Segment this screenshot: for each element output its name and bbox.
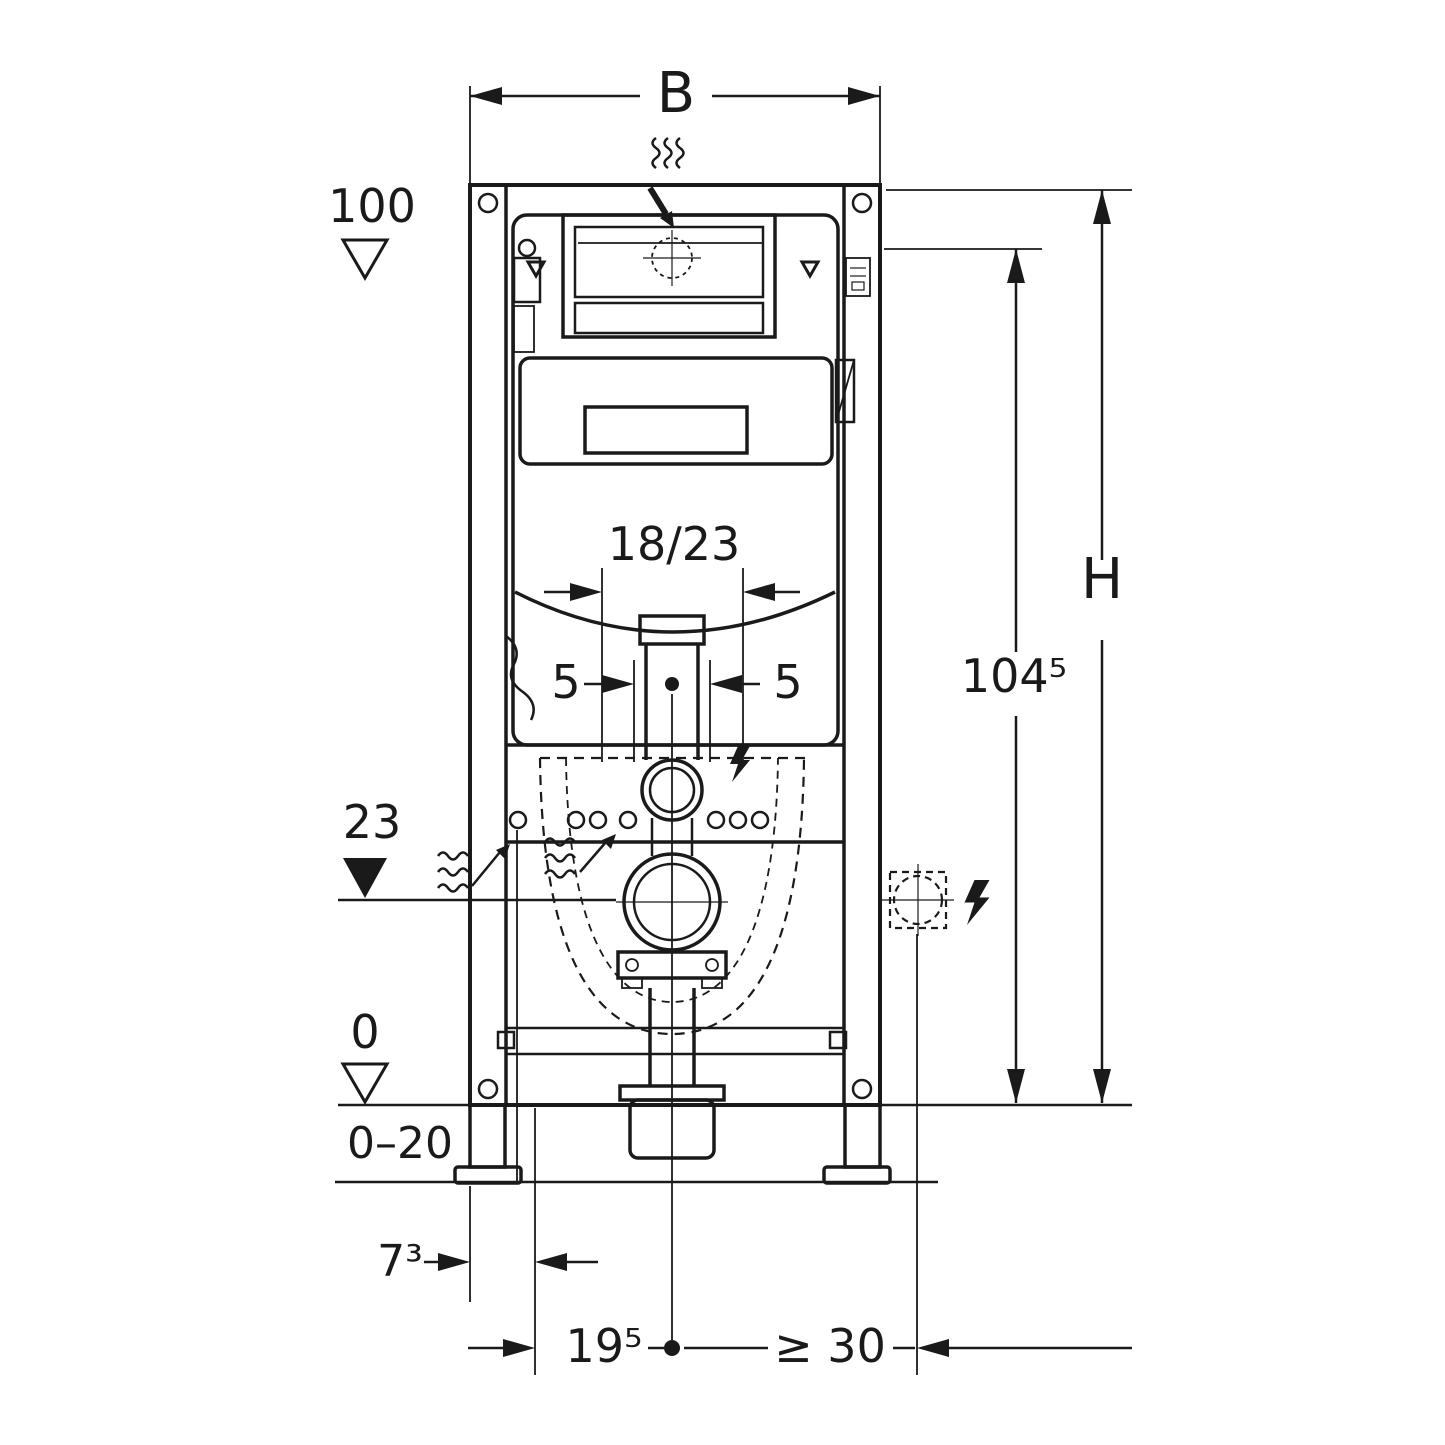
marker-0: 0: [340, 1005, 390, 1105]
marker-23-label: 23: [343, 795, 402, 849]
level-triangle-open-icon: [340, 238, 390, 281]
center-point-mark: [665, 677, 679, 691]
electrical-box: [882, 864, 954, 936]
dimension-18-23: 18/23: [544, 517, 800, 601]
dimension-7-3: 7³: [377, 1236, 598, 1287]
dimension-min-30: ≥ 30: [684, 1319, 1132, 1373]
water-supply-arrow: [647, 136, 685, 228]
water-level-mark-left: [525, 260, 547, 280]
dimension-b: B: [469, 61, 881, 183]
dimension-5-left-label: 5: [551, 655, 580, 709]
brand-plate: [845, 257, 871, 297]
flex-hose: [505, 635, 535, 721]
floor-lines: 0–20: [335, 1103, 1132, 1184]
dimension-7-3-label: 7³: [377, 1236, 423, 1287]
dimension-5-right-label: 5: [773, 655, 802, 709]
lightning-bolt-icon-right: [964, 880, 990, 925]
dimension-flush-offsets: 5 5: [551, 655, 802, 709]
dimension-104-5-label: 104⁵: [961, 649, 1067, 703]
concealed-cistern: [505, 213, 871, 747]
dimension-18-23-label: 18/23: [608, 517, 741, 571]
mounting-plate: [506, 743, 844, 844]
dimension-104-5: 104⁵: [884, 248, 1067, 1103]
reference-lines: [469, 568, 918, 1375]
marker-0-label: 0: [350, 1005, 379, 1059]
water-level-mark-right: [799, 260, 821, 280]
wc-pan-outline: [538, 756, 806, 1036]
marker-100: 100: [328, 179, 416, 281]
dimension-min-30-label: ≥ 30: [774, 1319, 886, 1373]
floor-buildup-label: 0–20: [347, 1118, 453, 1169]
dimension-h-label: H: [1081, 547, 1123, 612]
dimension-h: H: [886, 189, 1132, 1103]
axis-point-mark: [664, 1340, 680, 1356]
floor-level-triangle-icon: [340, 1062, 390, 1105]
marker-100-label: 100: [328, 179, 416, 233]
fixing-arrow-center: [543, 834, 616, 879]
dimension-19-5-label: 19⁵: [566, 1319, 643, 1373]
lightning-bolt-icon: [730, 746, 750, 782]
dimension-b-label: B: [657, 61, 695, 126]
inlet-connection-mark: [643, 230, 701, 286]
fixing-arrow-left: [436, 844, 510, 893]
level-triangle-filled-icon: [343, 858, 387, 898]
marker-23: 23: [338, 795, 616, 902]
dimension-19-5: 19⁵: [468, 1319, 680, 1373]
